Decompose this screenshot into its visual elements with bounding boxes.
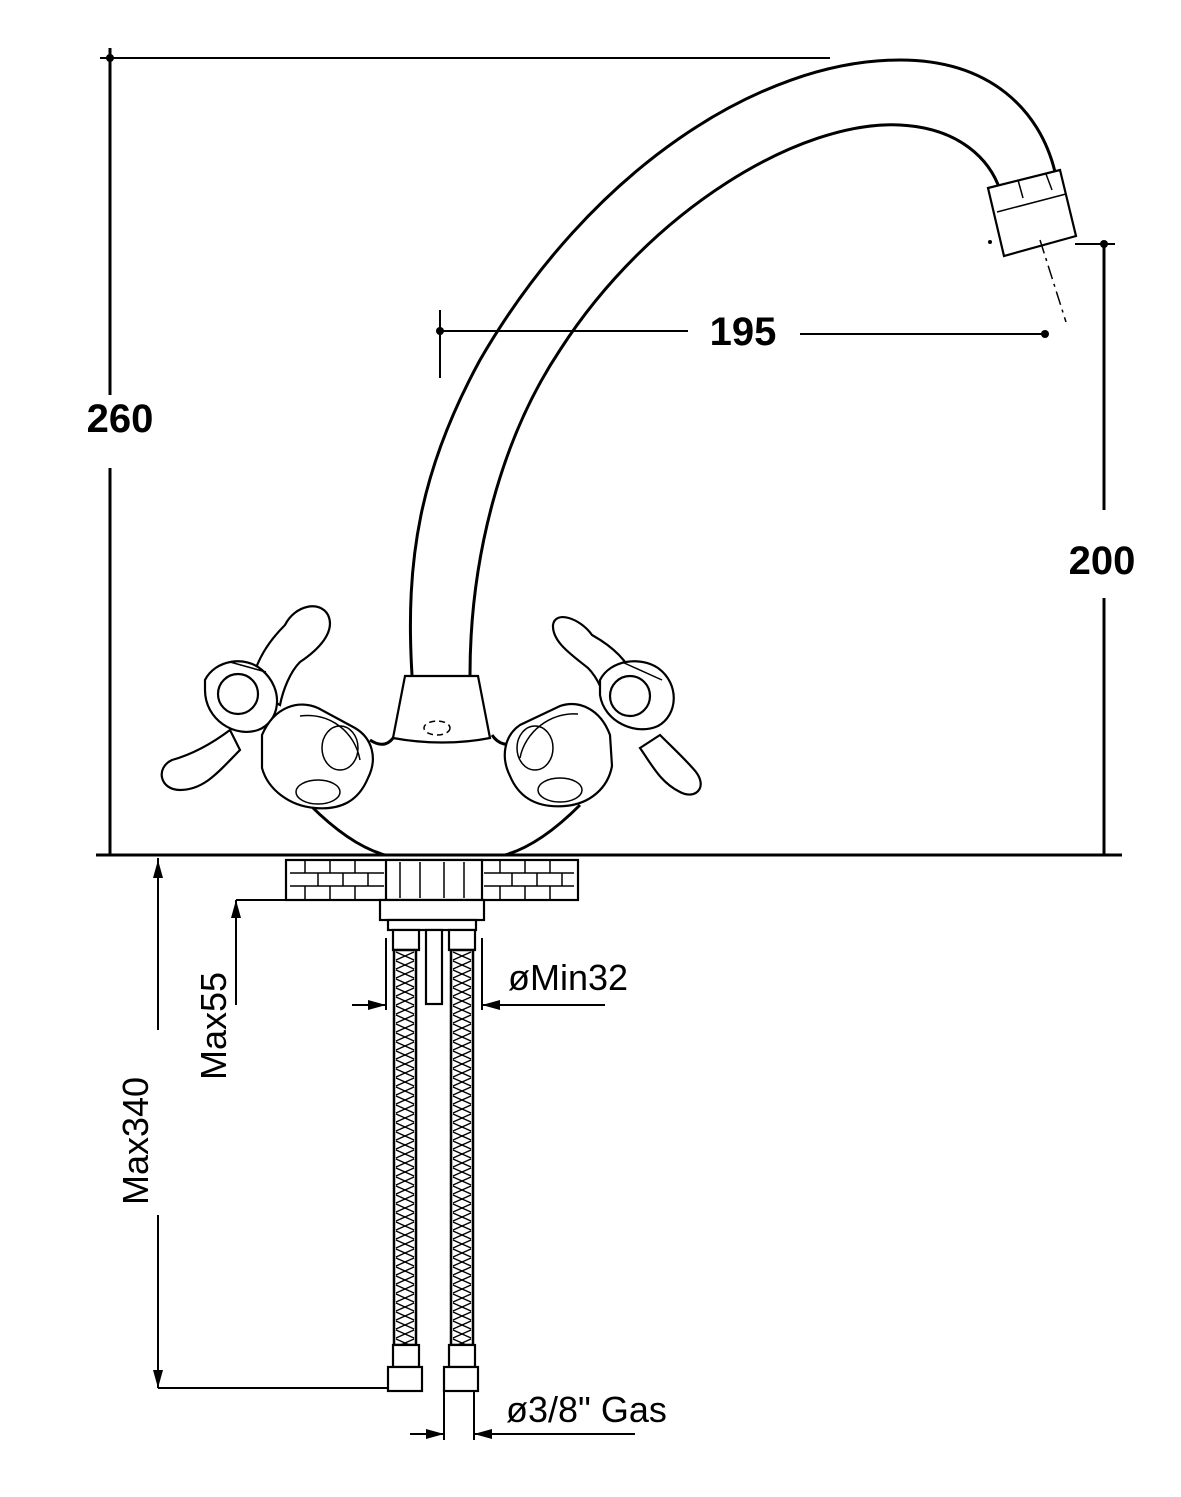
supply-hoses — [386, 928, 480, 1393]
dimension-max-hose: Max340 — [115, 858, 388, 1389]
dim-label-min32: øMin32 — [508, 957, 628, 998]
dimension-max-deck: Max55 — [193, 899, 380, 1080]
dim-label-max55: Max55 — [193, 972, 234, 1080]
dimension-total-height: 260 — [87, 48, 830, 855]
dimension-hole-diameter: øMin32 — [352, 938, 628, 1010]
dim-label-260: 260 — [87, 397, 154, 441]
dim-label-195: 195 — [710, 310, 777, 354]
mounting-assembly — [284, 858, 580, 1006]
dimension-connection: ø3/8" Gas — [410, 1389, 667, 1440]
dim-label-200: 200 — [1069, 539, 1136, 583]
dim-label-gas: ø3/8" Gas — [506, 1389, 667, 1430]
dim-label-max340: Max340 — [115, 1077, 156, 1205]
spout — [408, 58, 1078, 676]
dimension-spout-height: 200 — [1069, 240, 1136, 856]
dimension-spout-reach: 195 — [436, 310, 1049, 378]
tap-body — [308, 674, 582, 857]
right-handle — [503, 616, 702, 808]
left-handle — [160, 605, 374, 810]
